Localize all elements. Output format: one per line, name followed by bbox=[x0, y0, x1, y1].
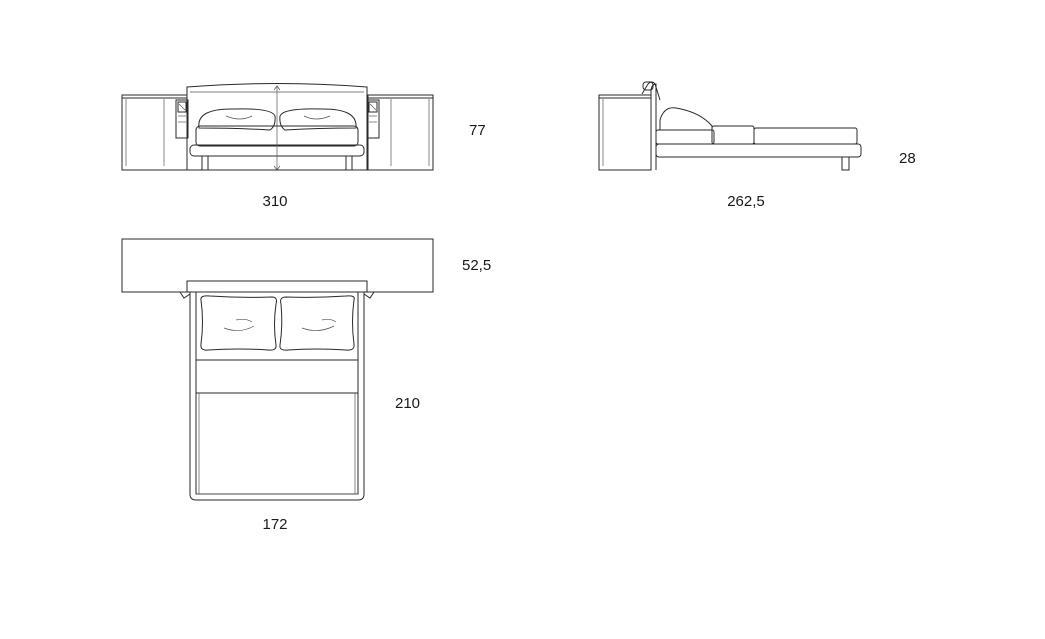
plan-wall-unit bbox=[121, 238, 434, 293]
plan-headboard bbox=[186, 280, 368, 293]
front-elevation bbox=[121, 83, 434, 171]
label-side-height: 28 bbox=[899, 150, 916, 167]
plan-view bbox=[121, 238, 434, 501]
side-bed-frame bbox=[655, 143, 862, 158]
side-mattress-top bbox=[711, 125, 755, 145]
side-elevation bbox=[598, 81, 862, 171]
label-plan-length: 210 bbox=[395, 395, 420, 412]
side-headboard bbox=[650, 83, 657, 170]
plan-left-pillow bbox=[200, 295, 277, 351]
label-front-width: 310 bbox=[262, 193, 287, 210]
label-plan-width: 172 bbox=[262, 516, 287, 533]
front-left-lamp bbox=[175, 99, 189, 139]
front-left-leg bbox=[201, 155, 209, 171]
front-right-leg bbox=[345, 155, 353, 171]
plan-right-lamp bbox=[363, 291, 375, 299]
front-left-cabinet bbox=[121, 94, 188, 171]
side-cabinet bbox=[598, 94, 652, 171]
side-pillow bbox=[659, 107, 713, 131]
label-plan-depth: 52,5 bbox=[462, 257, 491, 274]
label-side-length: 262,5 bbox=[727, 193, 765, 210]
front-right-cabinet bbox=[367, 94, 434, 171]
plan-left-lamp bbox=[179, 291, 191, 299]
plan-right-pillow bbox=[279, 295, 355, 351]
side-mattress bbox=[753, 127, 858, 145]
front-headboard bbox=[186, 83, 368, 170]
front-right-pillow bbox=[279, 108, 357, 131]
front-left-pillow bbox=[198, 108, 276, 131]
label-front-height: 77 bbox=[469, 122, 486, 139]
plan-bed-frame bbox=[189, 292, 365, 501]
side-leg bbox=[841, 156, 850, 171]
